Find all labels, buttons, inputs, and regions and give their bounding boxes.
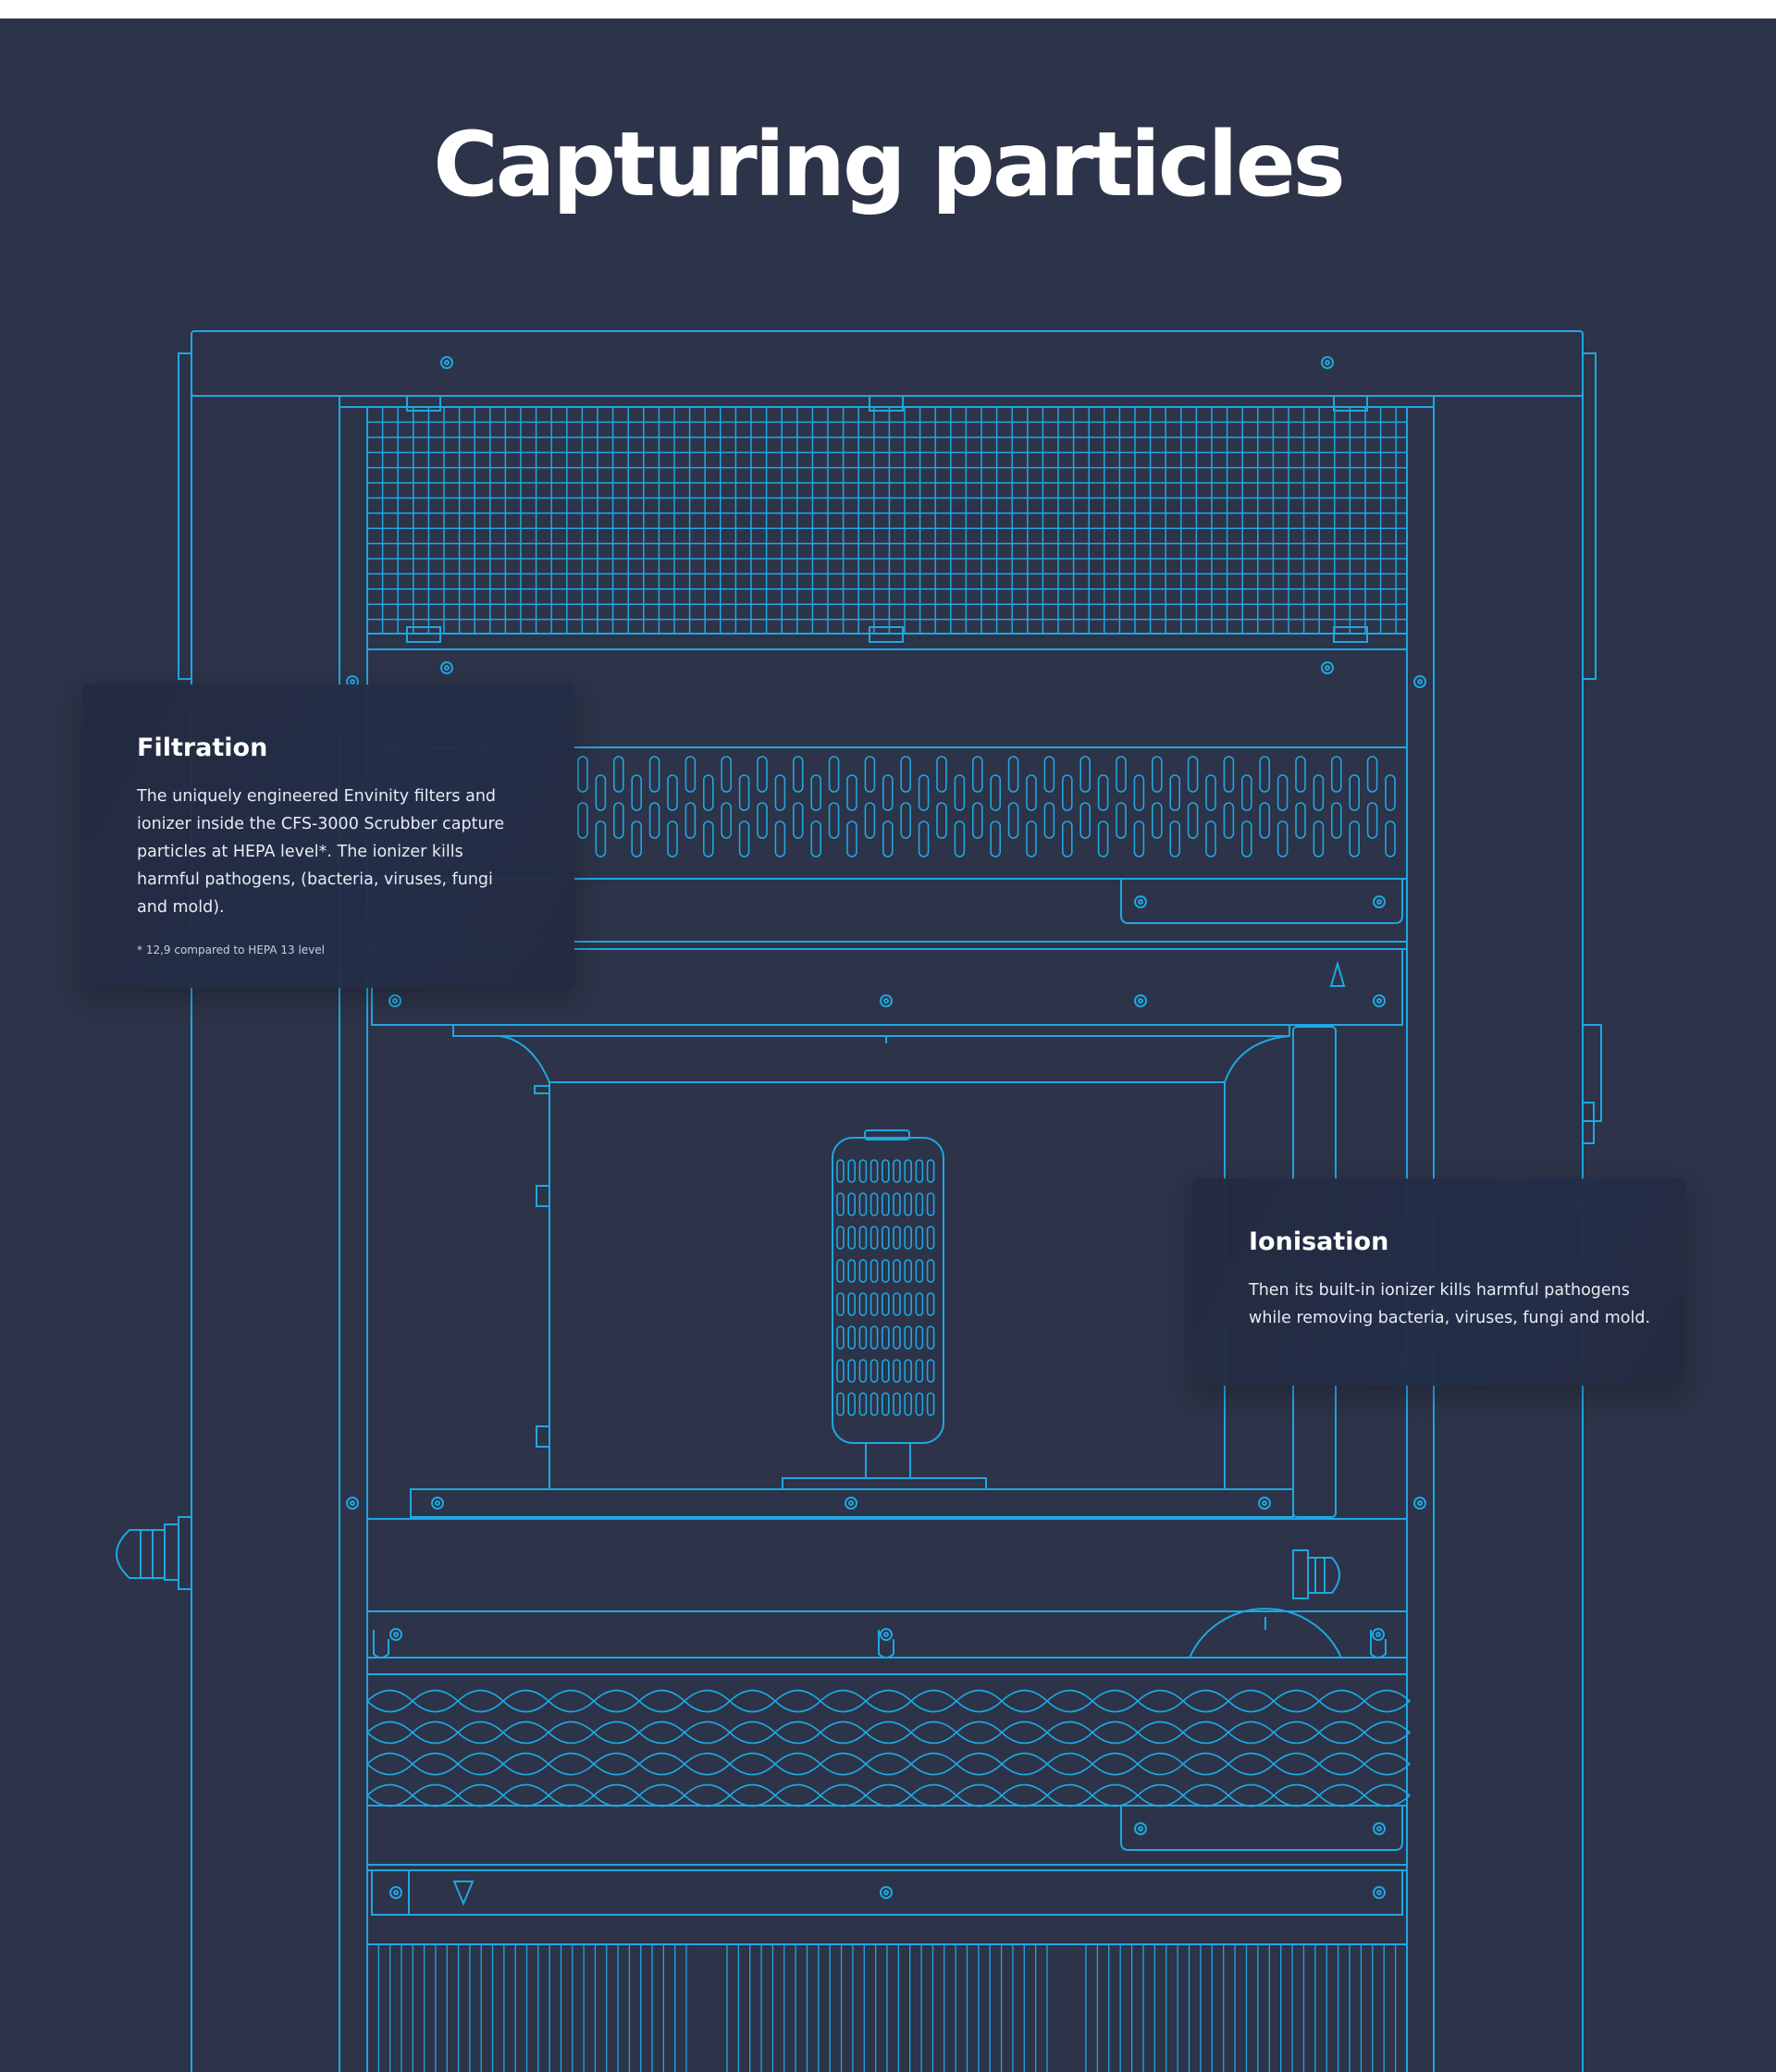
page-title: Capturing particles xyxy=(433,113,1346,216)
mesh-filter-frame xyxy=(366,406,1408,635)
left-bracket xyxy=(178,352,192,680)
filtration-body: The uniquely engineered Envinity filters… xyxy=(137,787,505,917)
right-cable-gland xyxy=(1292,1549,1340,1599)
ionisation-heading: Ionisation xyxy=(1249,1227,1389,1256)
ionizer-chamber xyxy=(549,1081,1226,1490)
housing-top-cap xyxy=(191,330,1584,397)
honeycomb-filter xyxy=(366,1673,1408,1807)
left-cable-gland xyxy=(116,1516,192,1590)
filtration-heading: Filtration xyxy=(137,734,268,762)
ionisation-info-card: Ionisation Then its built-in ionizer kil… xyxy=(1192,1178,1685,1386)
filtration-info-card: Filtration The uniquely engineered Envin… xyxy=(82,684,574,988)
filtration-footnote: * 12,9 compared to HEPA 13 level xyxy=(137,944,326,956)
right-bracket xyxy=(1582,352,1597,680)
top-bar xyxy=(0,0,1776,18)
ionisation-body: Then its built-in ionizer kills harmful … xyxy=(1249,1281,1651,1327)
